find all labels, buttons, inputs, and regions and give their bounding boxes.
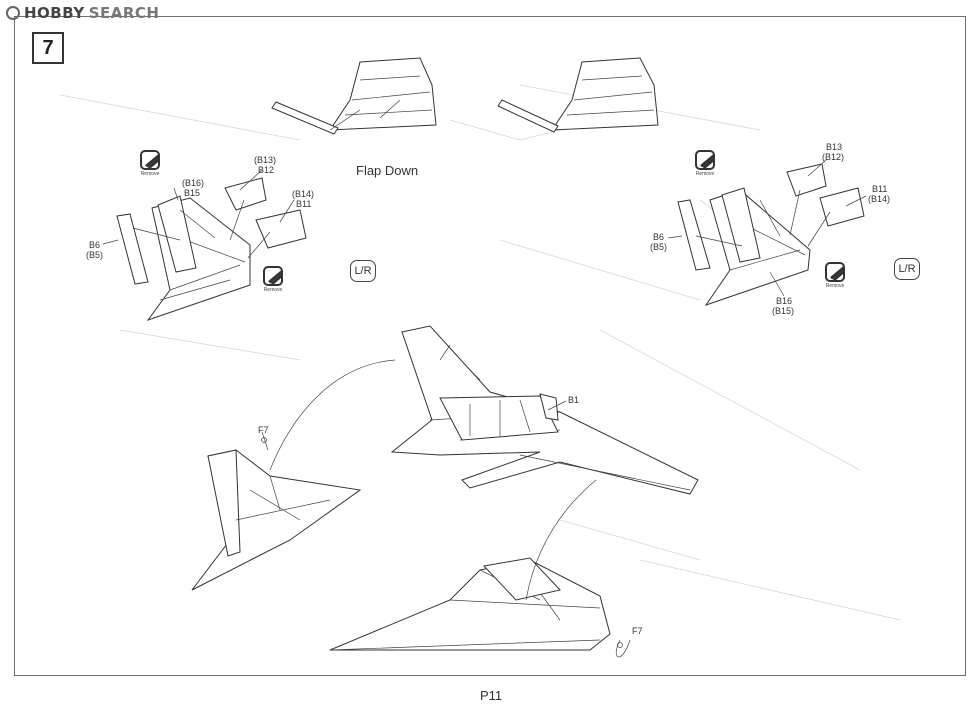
label-b16-right: B16	[776, 296, 793, 306]
label-b1: B1	[568, 395, 580, 405]
step-number-box: 7	[32, 32, 64, 64]
flap-down-detail-right	[497, 57, 659, 133]
remove-label: Remove	[825, 283, 845, 289]
label-b15-paren-right: (B15)	[772, 306, 795, 316]
watermark-ring-icon	[6, 6, 20, 20]
label-f7-bottom: F7	[632, 626, 643, 636]
remove-icon	[263, 266, 283, 286]
watermark-word: SEARCH	[88, 4, 160, 22]
remove-label: Remove	[140, 171, 160, 177]
page-number: P11	[480, 688, 503, 703]
label-b14-paren-right: (B14)	[868, 194, 891, 204]
watermark-brand: HOBBY	[24, 4, 85, 22]
remove-callout-mid-left: Remove	[258, 266, 288, 293]
lower-left-wing	[191, 449, 362, 591]
remove-callout-mid-right: Remove	[820, 262, 850, 289]
remove-label: Remove	[263, 287, 283, 293]
label-b12: B12	[258, 165, 275, 175]
label-b13-paren: (B13)	[254, 155, 277, 165]
central-wing-assembly	[390, 325, 699, 495]
flap-down-caption: Flap Down	[356, 163, 419, 178]
remove-icon	[695, 150, 715, 170]
label-b15: B15	[184, 188, 201, 198]
label-b5-paren-right: (B5)	[650, 242, 668, 252]
lr-badge-text: L/R	[354, 265, 372, 277]
remove-icon	[825, 262, 845, 282]
page-frame	[14, 16, 966, 676]
lr-badge-left: L/R	[350, 260, 376, 282]
flap-down-detail-left	[271, 57, 437, 135]
remove-icon	[140, 150, 160, 170]
label-b5-paren: (B5)	[86, 250, 104, 260]
label-b6: B6	[89, 240, 101, 250]
label-b11-right: B11	[872, 184, 888, 194]
leader-lines	[102, 159, 867, 658]
lower-bottom-wing	[329, 557, 611, 651]
label-b11: B11	[296, 199, 312, 209]
label-b16-paren: (B16)	[182, 178, 205, 188]
part-f7-bottom-pin	[617, 642, 623, 648]
label-b14-paren: (B14)	[292, 189, 315, 199]
lr-badge-text: L/R	[898, 263, 916, 275]
remove-callout-top-left: Remove	[135, 150, 165, 177]
label-b6-right: B6	[653, 232, 665, 242]
watermark-logo: HOBBY SEARCH	[6, 4, 160, 22]
lr-badge-right: L/R	[894, 258, 920, 280]
remove-callout-top-right: Remove	[690, 150, 720, 177]
label-b12-paren: (B12)	[822, 152, 845, 162]
left-wing-assembly	[116, 177, 307, 321]
background-ghost-lines	[59, 84, 901, 621]
part-f7-left-pin	[261, 437, 267, 443]
label-b13: B13	[826, 142, 843, 152]
right-wing-assembly	[677, 163, 865, 306]
remove-label: Remove	[695, 171, 715, 177]
label-f7-left: F7	[258, 425, 269, 435]
step-number: 7	[42, 36, 54, 59]
